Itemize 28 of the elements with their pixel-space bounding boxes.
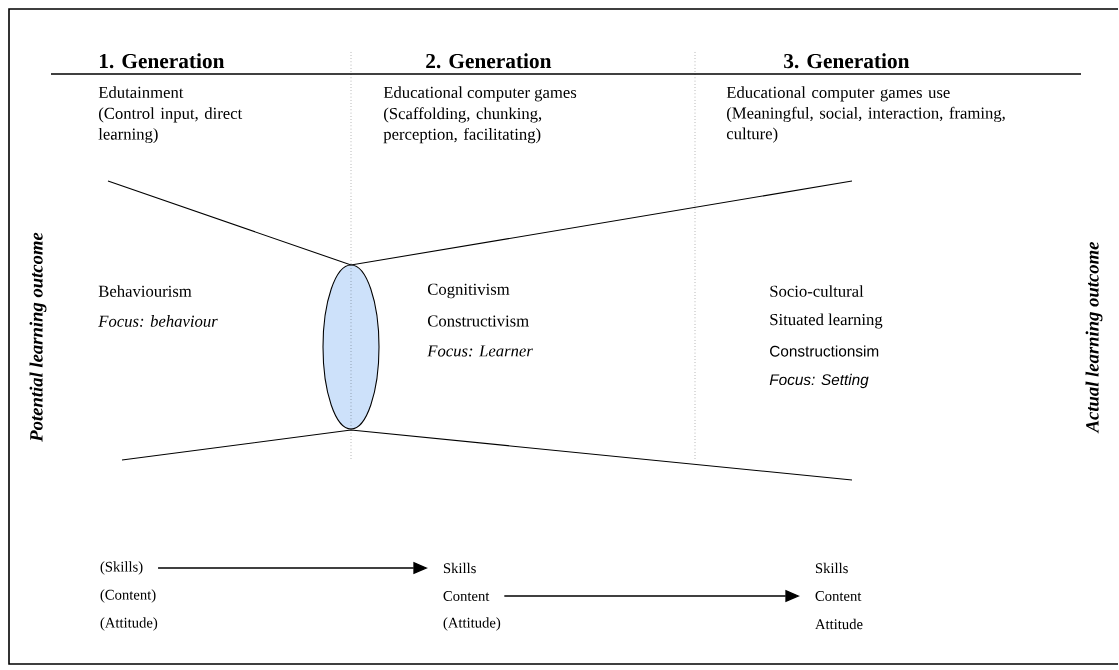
focus-label: Focus: Setting <box>769 373 869 389</box>
focus-label: Focus: behaviour <box>98 315 218 327</box>
outcome-item: (Attitude) <box>100 617 158 631</box>
theory-label: Situated learning <box>770 313 883 329</box>
outcome-item: Attitude <box>815 618 863 630</box>
outcome-item: Content <box>815 591 862 601</box>
theory-label: Behaviourism <box>98 285 192 297</box>
theory-label: Cognitivism <box>427 283 510 299</box>
focus-label: Focus: Learner <box>427 345 533 357</box>
axis-label: Potential learning outcome <box>29 232 47 442</box>
column-heading: 1. Generation <box>100 53 225 69</box>
theory-label: Constructionsim <box>770 345 879 357</box>
generation-name: Educational computer games <box>383 86 577 102</box>
generation-features: (Scaffolding, chunking, perception, facilitating) <box>383 107 542 144</box>
outcome-item: (Attitude) <box>443 617 501 631</box>
outcome-item: Skills <box>443 562 476 574</box>
outcome-item: (Content) <box>100 589 156 603</box>
theory-label: Socio-cultural <box>770 285 864 297</box>
outcome-item: Content <box>443 591 490 601</box>
outcome-item: Skills <box>815 562 848 574</box>
outcome-item: (Skills) <box>100 561 143 575</box>
column-heading: 2. Generation <box>426 53 552 69</box>
theory-label: Constructivism <box>427 315 529 327</box>
column-heading: 3. Generation <box>784 53 910 69</box>
generation-features: (Control input, direct learning) <box>98 107 243 144</box>
generation-name: Edutainment <box>98 86 184 98</box>
generation-features: Educational computer games use (Meaningful, social, interaction, framing, culture) <box>726 86 1005 143</box>
axis-label: Actual learning outcome <box>1085 242 1103 434</box>
